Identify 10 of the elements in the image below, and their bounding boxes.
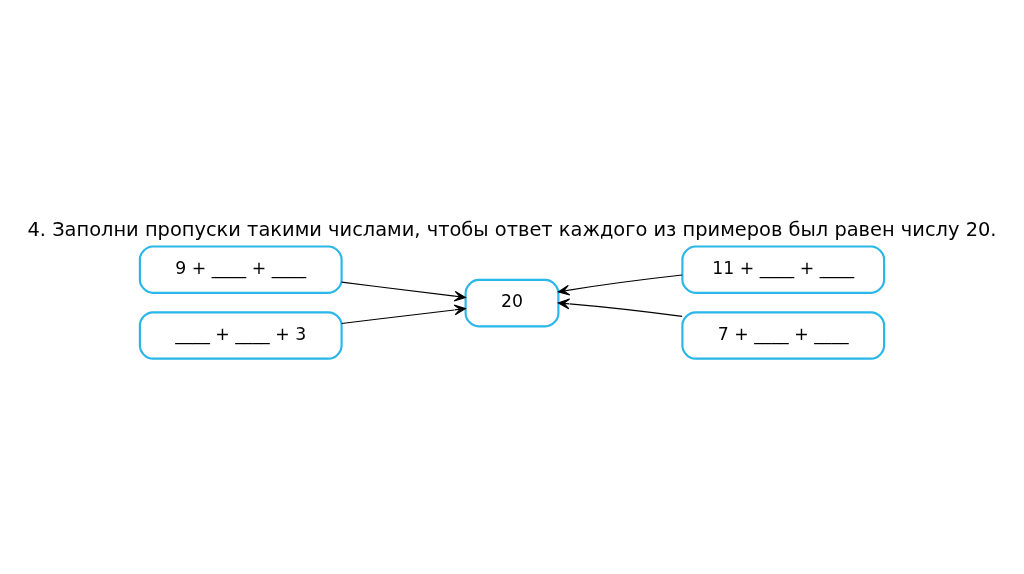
node-box: 7 + ____ + ____	[681, 310, 886, 360]
arrow	[341, 304, 466, 324]
node-box: 9 + ____ + ____	[138, 244, 343, 294]
node-box: 20	[464, 278, 560, 327]
diagram-title: 4. Заполни пропуски такими числами, чтобы ответ каждого из примеров был равен числу 20.	[27, 217, 997, 241]
arrow	[341, 281, 466, 301]
arrow	[557, 274, 683, 295]
node-box: ____ + ____ + 3	[138, 310, 343, 360]
node-box: 11 + ____ + ____	[681, 244, 886, 294]
arrow	[557, 297, 683, 317]
